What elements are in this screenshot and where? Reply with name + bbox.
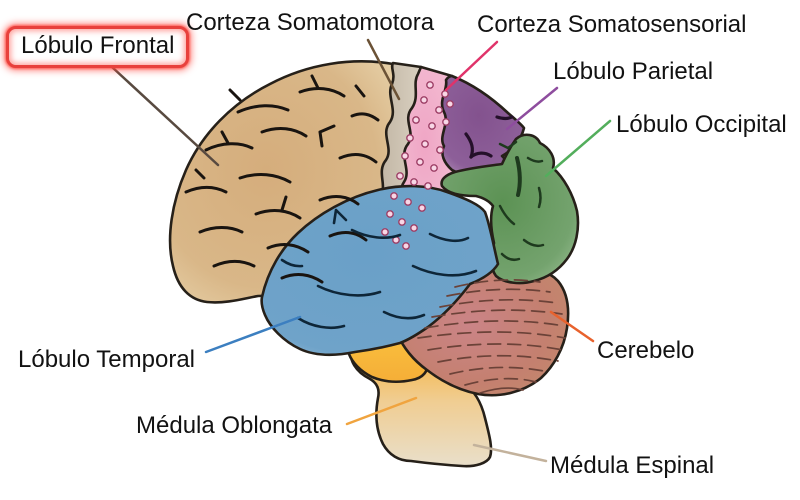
- somatosensorial-leader-line: [444, 40, 499, 92]
- label-cerebelo: Cerebelo: [597, 337, 695, 364]
- label-medula-espinal: Médula Espinal: [550, 452, 715, 479]
- label-corteza-somatosensorial: Corteza Somatosensorial: [477, 11, 747, 38]
- label-lobulo-occipital: Lóbulo Occipital: [616, 111, 787, 138]
- oblongata-leader-line: [345, 396, 418, 426]
- frontal-sulci: [184, 74, 380, 284]
- parietal-sulci: [464, 115, 514, 159]
- frontal-leader-line: [110, 65, 220, 167]
- label-lobulo-temporal: Lóbulo Temporal: [18, 346, 196, 373]
- label-lobulo-frontal-text: Lóbulo Frontal: [21, 32, 175, 59]
- label-medula-oblongata: Médula Oblongata: [136, 412, 333, 439]
- label-corteza-somatomotora: Corteza Somatomotora: [186, 9, 435, 36]
- parietal-leader-line: [505, 86, 559, 131]
- cerebellum-texture: [417, 279, 566, 394]
- occipital-leader-line: [544, 119, 612, 178]
- label-lobulo-parietal: Lóbulo Parietal: [553, 58, 714, 85]
- somatosensory-dots: [381, 81, 454, 250]
- label-lobulo-frontal-highlighted: Lóbulo Frontal: [6, 26, 190, 68]
- espinal-leader-line: [472, 443, 548, 463]
- somatomotora-leader-line: [366, 38, 401, 101]
- temporal-leader-line: [204, 315, 302, 354]
- cerebelo-leader-line: [549, 310, 595, 343]
- occipital-sulci: [498, 140, 545, 262]
- temporal-lobe-region: [260, 184, 500, 356]
- temporal-sulci: [280, 208, 478, 330]
